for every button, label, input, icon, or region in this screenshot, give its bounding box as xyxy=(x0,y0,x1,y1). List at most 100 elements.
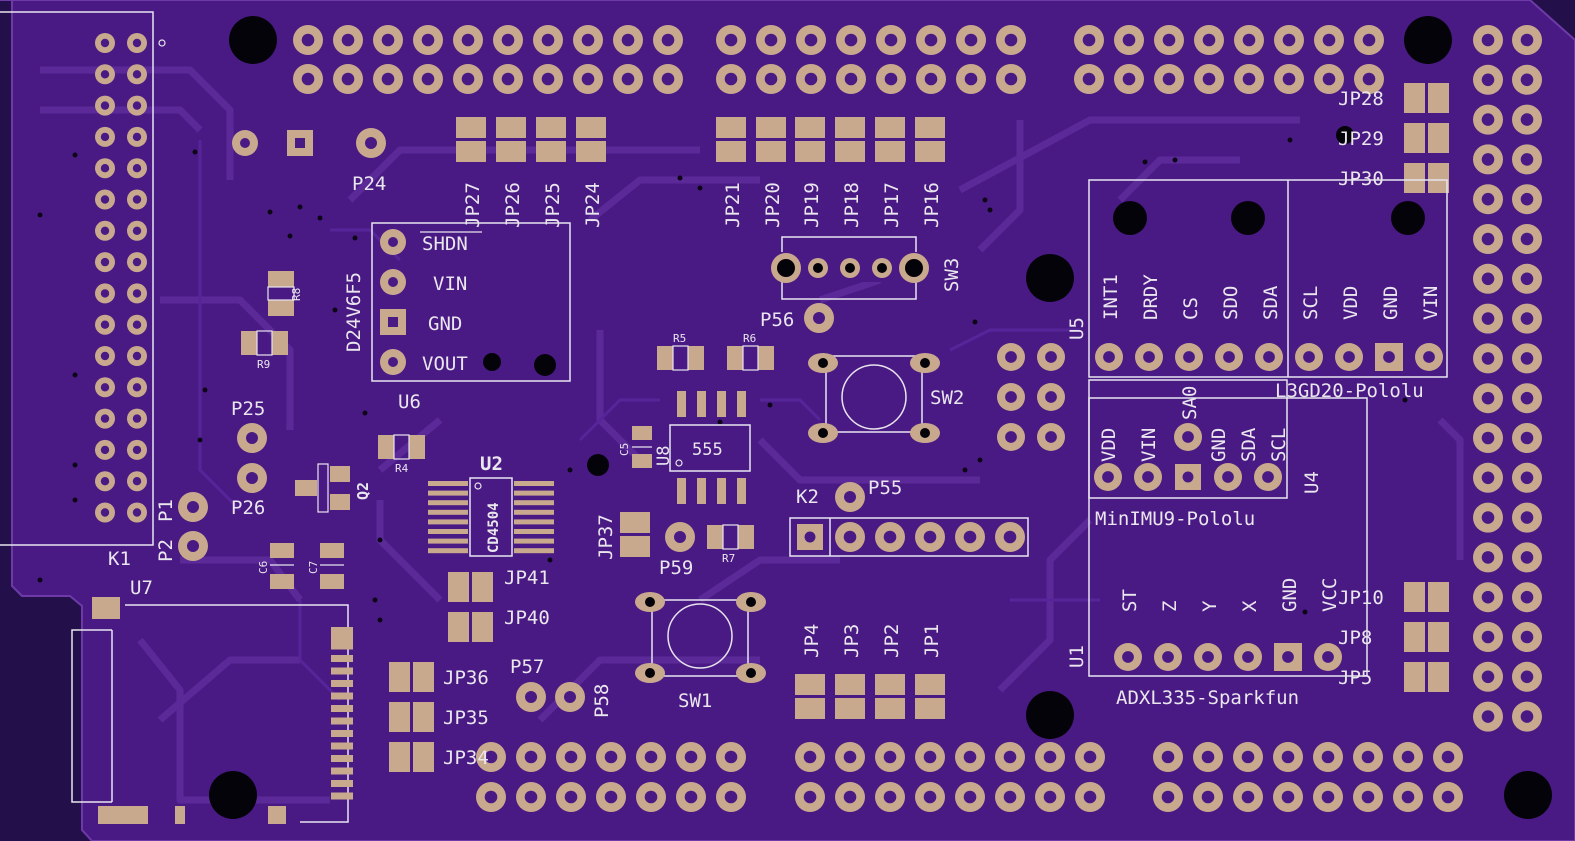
pad-drill xyxy=(1362,33,1376,47)
jumper-label: JP1 xyxy=(921,624,943,658)
connector-pin xyxy=(331,627,353,643)
r4-label: R4 xyxy=(395,462,409,475)
pad-drill xyxy=(100,257,110,267)
u6-part-label: D24V6F5 xyxy=(343,272,365,352)
pad-drill xyxy=(604,750,618,764)
pad-drill xyxy=(1361,790,1375,804)
u2-part-label: CD4504 xyxy=(486,502,502,553)
jumper-pad xyxy=(795,698,825,719)
u5-label: U5 xyxy=(1066,317,1088,340)
pad-drill xyxy=(963,790,977,804)
pad-drill xyxy=(1520,113,1534,126)
pad-drill xyxy=(132,195,142,204)
jumper-pad xyxy=(835,698,865,719)
pad-drill xyxy=(1162,651,1174,663)
jumper-pad xyxy=(1428,622,1449,652)
pad-drill xyxy=(1004,72,1018,86)
k1-outline xyxy=(0,11,154,546)
u4-pin-label: SCL xyxy=(1268,428,1290,462)
pad-drill xyxy=(1202,651,1214,663)
pad-drill xyxy=(1281,750,1295,764)
u5-pin-label: GND xyxy=(1380,286,1402,320)
jumper-pad xyxy=(915,141,945,162)
u6-pin-vout: VOUT xyxy=(422,353,468,375)
pad-drill xyxy=(1201,750,1215,764)
ic-pin xyxy=(677,478,686,504)
jp37-label: JP37 xyxy=(595,514,617,560)
pad-drill xyxy=(381,72,395,86)
pad-drill xyxy=(1520,431,1534,445)
pad-drill xyxy=(964,33,978,47)
ic-pin xyxy=(717,478,726,504)
jumper-pad xyxy=(413,742,434,772)
jumper-pad xyxy=(1428,123,1449,153)
jumper-pad xyxy=(835,141,865,162)
mounting-hole xyxy=(483,353,501,371)
jumper-pad xyxy=(915,117,945,138)
u8-pads xyxy=(677,391,746,504)
pad-drill xyxy=(100,320,110,329)
pad-drill xyxy=(1005,431,1017,443)
jumper-pad xyxy=(1428,582,1449,612)
jumper-label: JP10 xyxy=(1338,587,1384,609)
mounting-hole xyxy=(1026,691,1074,739)
pad-drill xyxy=(1520,710,1534,723)
ic-pin xyxy=(514,538,554,544)
pad-drill xyxy=(883,790,897,804)
pad-drill xyxy=(1143,351,1155,363)
pad-drill xyxy=(1481,431,1495,445)
pad-drill xyxy=(1045,431,1057,443)
u5-pads xyxy=(1095,343,1443,371)
u8-part-label: 555 xyxy=(692,440,723,460)
jumper-pad xyxy=(576,141,606,162)
pad-drill xyxy=(132,351,142,361)
jumper-label: JP35 xyxy=(443,707,489,729)
pad-drill xyxy=(1481,670,1495,684)
u6-pin-shdn: SHDN xyxy=(422,233,468,255)
pad-drill xyxy=(1401,750,1415,764)
jumper-pad xyxy=(716,141,746,162)
mounting-hole xyxy=(1504,771,1552,819)
u5-name: L3GD20-Pololu xyxy=(1275,380,1424,402)
ic-pin xyxy=(428,538,468,544)
pad-drill xyxy=(100,38,110,48)
u2-outline xyxy=(469,477,513,557)
connector-pin xyxy=(331,730,353,737)
jumper-label: JP27 xyxy=(462,182,484,228)
jumper-pad xyxy=(620,512,650,533)
pad-drill xyxy=(1520,272,1534,286)
pad-drill xyxy=(1520,312,1534,325)
pad-drill xyxy=(1083,750,1097,764)
u1-pin-label: Y xyxy=(1199,600,1221,612)
pad-drill xyxy=(883,750,897,764)
pad-drill xyxy=(964,72,978,86)
ic-pin xyxy=(428,509,468,515)
pad-drill xyxy=(883,530,897,544)
jumper-pad xyxy=(875,698,905,719)
pad-drill xyxy=(1005,351,1017,363)
pad-drill xyxy=(1162,33,1176,47)
pad-drill xyxy=(1242,33,1256,47)
u1-name: ADXL335-Sparkfun xyxy=(1116,687,1299,709)
pad-drill xyxy=(381,33,395,47)
ic-pin xyxy=(428,500,468,506)
connector-pin xyxy=(331,692,353,700)
pad-drill xyxy=(1161,750,1175,764)
u7-connector xyxy=(71,597,349,824)
pad-drill xyxy=(1481,551,1495,564)
jumper-pad xyxy=(795,674,825,695)
pad-drill xyxy=(1322,651,1334,663)
pad-drill xyxy=(1161,790,1175,804)
pad-drill xyxy=(1520,590,1534,604)
pad-drill xyxy=(1162,72,1176,86)
r6-label: R6 xyxy=(743,332,756,345)
pad-drill xyxy=(1223,351,1235,363)
arduino-headers xyxy=(293,25,1463,812)
pad-drill xyxy=(923,530,937,544)
pad-drill xyxy=(1481,153,1495,166)
ic-pin xyxy=(697,391,706,417)
u4-name: MinIMU9-Pololu xyxy=(1095,508,1255,530)
u4-label: U4 xyxy=(1301,471,1323,494)
u4-pin-label: VIN xyxy=(1138,428,1160,462)
